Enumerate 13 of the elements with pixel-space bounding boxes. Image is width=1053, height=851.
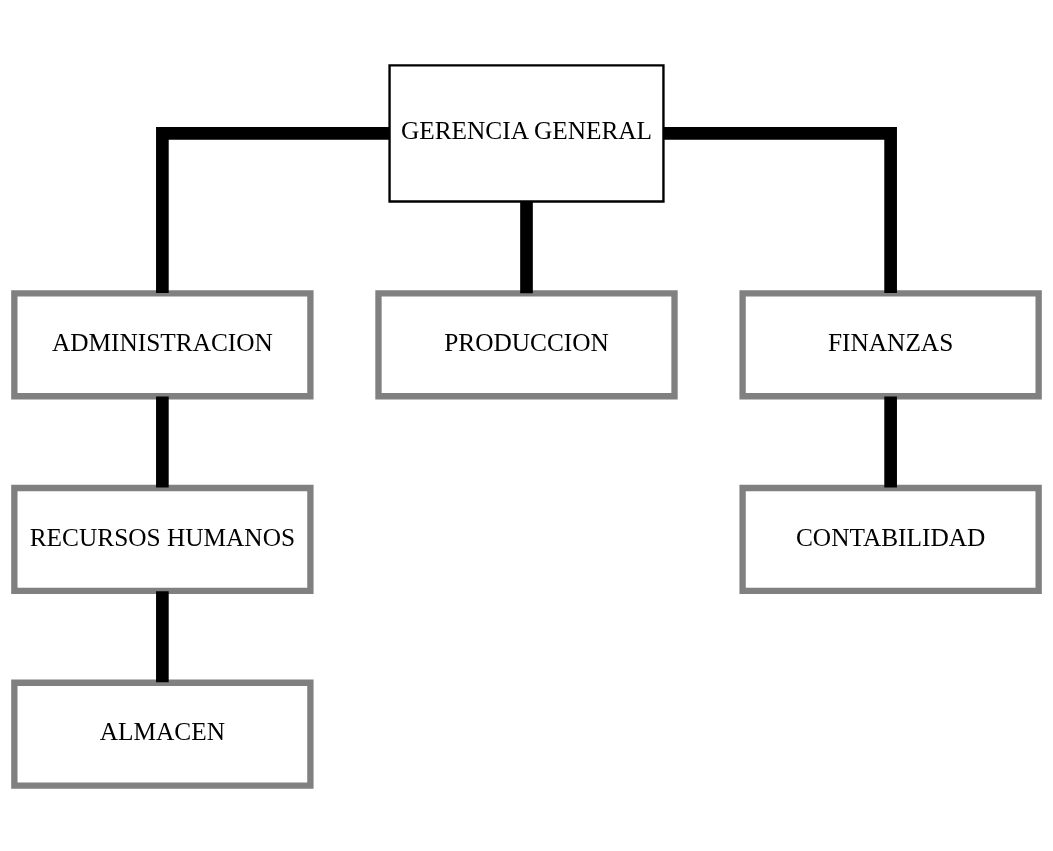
node-box: FINANZAS — [739, 290, 1042, 400]
connector — [156, 591, 169, 683]
connector — [520, 202, 533, 294]
connector — [663, 127, 897, 294]
node-box: ALMACEN — [11, 679, 314, 789]
node-box: CONTABILIDAD — [739, 484, 1042, 595]
node-box: RECURSOS HUMANOS — [11, 484, 314, 595]
connector — [156, 396, 169, 488]
node-box: ADMINISTRACION — [11, 290, 314, 400]
connector — [884, 396, 897, 488]
node-box: GERENCIA GENERAL — [388, 64, 665, 203]
node-box: PRODUCCION — [375, 290, 678, 400]
connector — [156, 127, 390, 294]
